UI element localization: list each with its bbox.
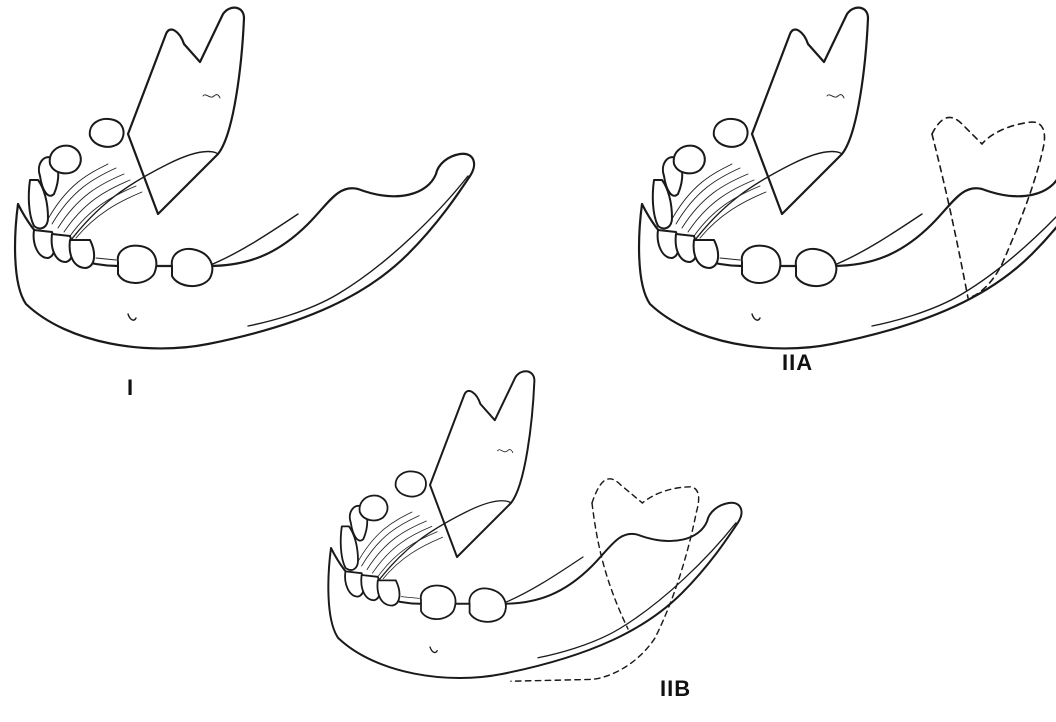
mandible-figure-iia — [639, 8, 1056, 349]
figure-label-iia: IIA — [782, 350, 813, 376]
mandible-figure-i — [15, 8, 474, 349]
figure-label-i: I — [127, 375, 134, 401]
figure-label-iib: IIB — [660, 676, 691, 702]
mandible-figure-iib — [328, 371, 741, 681]
